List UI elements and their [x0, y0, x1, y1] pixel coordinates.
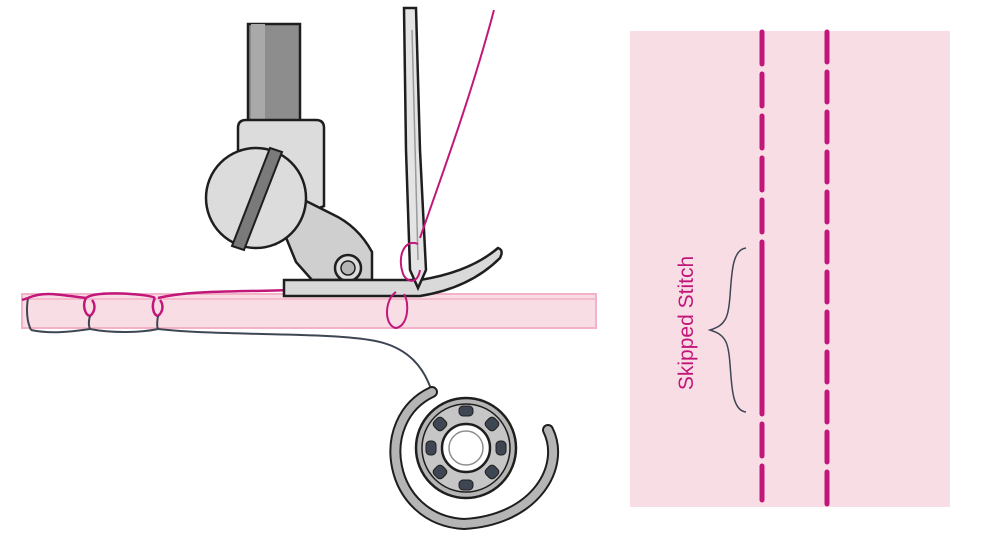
formed-stitches — [21, 288, 433, 393]
fabric-swatch — [630, 31, 950, 507]
machine-illustration — [21, 6, 597, 531]
needle-icon — [402, 6, 428, 292]
skipped-stitch-brace — [707, 247, 747, 413]
stitch-sample: Skipped Stitch — [630, 29, 950, 507]
skipped-stitch-label: Skipped Stitch — [675, 256, 698, 390]
top-thread — [386, 9, 495, 330]
presser-foot-icon — [204, 118, 503, 298]
bobbin-icon — [389, 386, 560, 531]
